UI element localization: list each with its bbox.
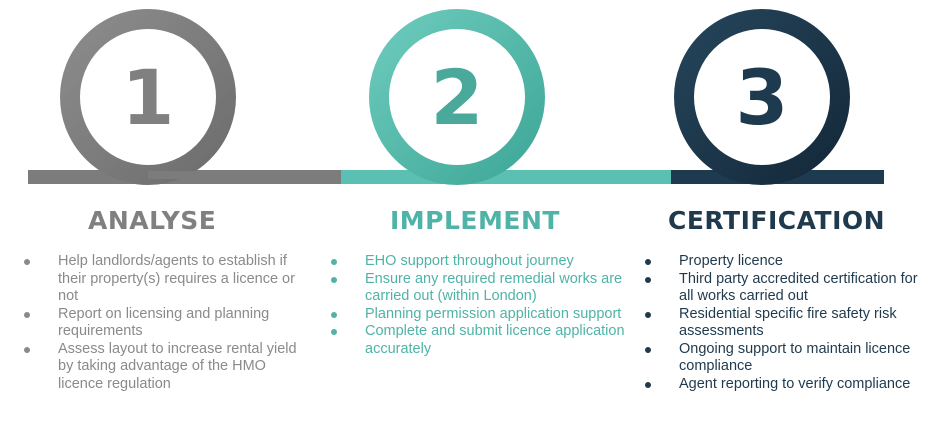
step-3-number: 3 bbox=[736, 53, 789, 142]
step-2-number: 2 bbox=[431, 53, 484, 142]
list-item: Agent reporting to verify compliance bbox=[645, 376, 930, 394]
list-item-text: Report on licensing and planning require… bbox=[58, 305, 270, 340]
step-1-ring: 1 bbox=[60, 9, 320, 185]
list-item-text: Agent reporting to verify compliance bbox=[679, 375, 911, 392]
step-2-ring: 2 bbox=[369, 9, 545, 185]
list-item: EHO support throughout journey bbox=[331, 253, 627, 271]
list-item: Report on licensing and planning require… bbox=[24, 306, 314, 341]
list-item-text: Property licence bbox=[679, 253, 783, 269]
bullet-icon bbox=[24, 311, 30, 318]
list-item-text: Ongoing support to maintain licence comp… bbox=[679, 340, 911, 375]
list-item: Third party accredited certification for… bbox=[645, 271, 930, 306]
list-item: Ongoing support to maintain licence comp… bbox=[645, 341, 930, 376]
list-item-text: Complete and submit licence application … bbox=[365, 323, 625, 357]
bullet-icon bbox=[331, 276, 337, 283]
list-item: Complete and submit licence application … bbox=[331, 323, 627, 358]
list-item-text: Third party accredited certification for… bbox=[679, 270, 918, 305]
step-3-list: Property licence Third party accredited … bbox=[645, 253, 930, 393]
bar-segment-2 bbox=[341, 170, 671, 184]
step-2-title: IMPLEMENT bbox=[390, 206, 560, 235]
bullet-icon bbox=[331, 329, 337, 335]
step-3-ring: 3 bbox=[674, 9, 850, 185]
list-item-text: Ensure any required remedial works are c… bbox=[365, 270, 623, 305]
list-item: Help landlords/agents to establish if th… bbox=[24, 253, 314, 306]
list-item: Property licence bbox=[645, 253, 930, 271]
list-item: Ensure any required remedial works are c… bbox=[331, 271, 627, 306]
bullet-icon bbox=[24, 259, 30, 265]
list-item-text: Residential specific fire safety risk as… bbox=[679, 305, 897, 340]
bullet-icon bbox=[331, 311, 337, 318]
bullet-icon bbox=[645, 346, 651, 353]
list-item: Planning permission application support bbox=[331, 306, 627, 324]
list-item-text: EHO support throughout journey bbox=[365, 253, 574, 269]
bullet-icon bbox=[645, 276, 651, 283]
bullet-icon bbox=[645, 311, 651, 318]
bullet-icon bbox=[24, 346, 30, 353]
list-item-text: Help landlords/agents to establish if th… bbox=[58, 253, 295, 304]
list-item: Assess layout to increase rental yield b… bbox=[24, 341, 314, 394]
step-3-title: CERTIFICATION bbox=[668, 206, 886, 235]
step-1-title: ANALYSE bbox=[88, 206, 217, 235]
list-item-text: Assess layout to increase rental yield b… bbox=[58, 340, 297, 392]
bullet-icon bbox=[331, 259, 337, 265]
step-1-list: Help landlords/agents to establish if th… bbox=[24, 253, 314, 393]
step-1-number: 1 bbox=[122, 53, 175, 142]
step-2-list: EHO support throughout journey Ensure an… bbox=[331, 253, 627, 358]
list-item-text: Planning permission application support bbox=[365, 305, 622, 322]
bullet-icon bbox=[645, 259, 651, 265]
bullet-icon bbox=[645, 381, 651, 388]
list-item: Residential specific fire safety risk as… bbox=[645, 306, 930, 341]
